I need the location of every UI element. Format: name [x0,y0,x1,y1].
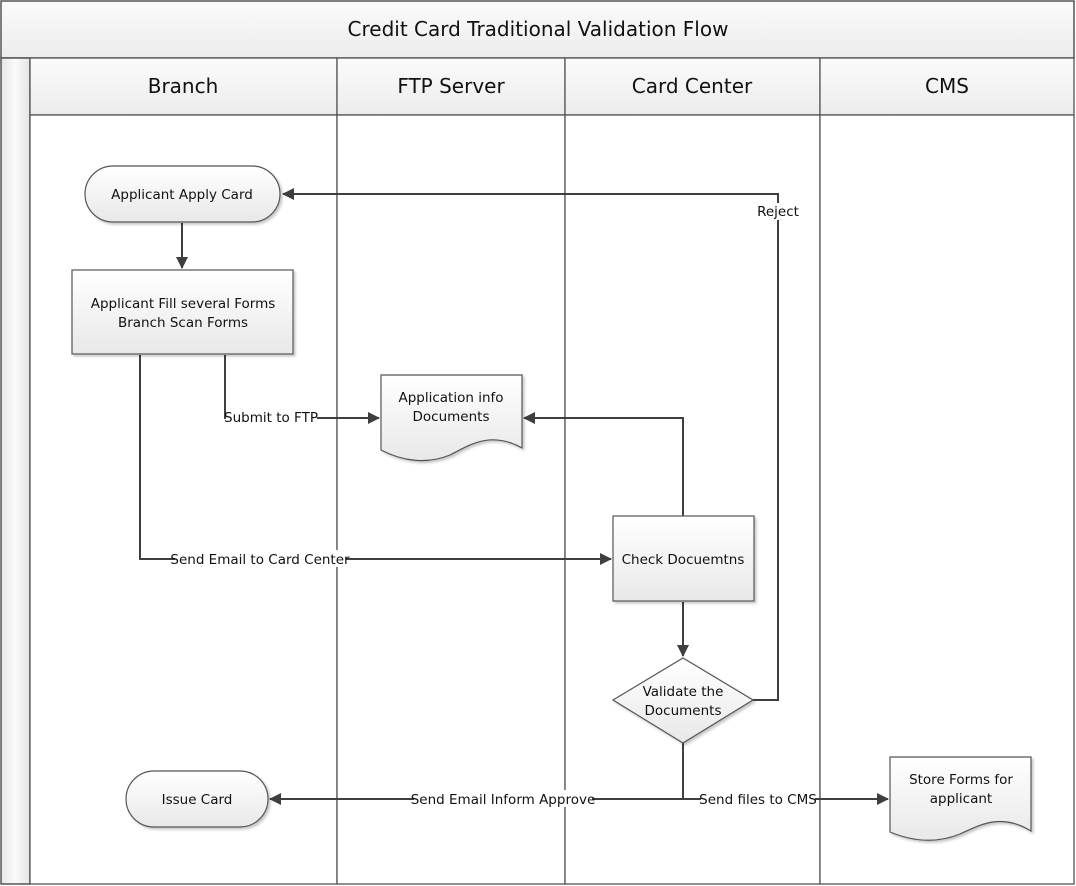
lane-body-branch [29,114,338,885]
node-label: Applicant Apply Card [111,187,253,203]
nodes: Applicant Apply Card Applicant Fill seve… [71,165,1032,841]
node-application-info-documents[interactable]: Application info Documents [380,374,523,462]
node-label-line-2: Branch Scan Forms [118,315,248,331]
node-label-line-1: Validate the [643,684,724,700]
node-validate-documents[interactable]: Validate the Documents [611,657,755,744]
edge-reject [282,188,779,701]
node-check-documents[interactable]: Check Docuemtns [612,515,755,602]
lane-body-ftp [336,114,566,885]
node-label-line-2: applicant [930,791,992,807]
lane-label-ftp: FTP Server [397,74,505,98]
edge-label-send-email-card-center: Send Email to Card Center [170,552,350,568]
edge-label-submit-to-ftp: Submit to FTP [224,410,318,426]
node-label-line-2: Documents [645,703,722,719]
node-fill-forms[interactable]: Applicant Fill several Forms Branch Scan… [71,269,294,355]
edge-labels: Submit to FTP Send Email to Card Center … [170,203,817,808]
edge-check-to-app-docs [523,412,684,516]
document-shape [889,756,1032,841]
node-label-line-1: Application info [398,390,503,406]
process-shape [612,515,755,602]
edge-label-inform-approve: Send Email Inform Approve [411,792,596,808]
lane-body-cms [819,114,1075,885]
node-label: Issue Card [162,792,233,808]
document-shape [380,374,523,462]
pool-left-strip [0,57,31,885]
lane-label-cms: CMS [925,74,969,98]
node-label-line-1: Applicant Fill several Forms [91,296,276,312]
node-label: Check Docuemtns [622,552,745,568]
lane-header-card-center [564,57,821,116]
node-label-line-2: Documents [413,409,490,425]
terminator-shape [84,165,281,223]
diagram-title: Credit Card Traditional Validation Flow [348,17,729,41]
process-shape [71,269,294,355]
lane-label-card-center: Card Center [632,74,753,98]
pool-title-bar [0,0,1075,59]
lane-label-branch: Branch [148,74,219,98]
lane-body-card-center [564,114,821,885]
node-issue-card[interactable]: Issue Card [125,770,269,828]
node-label-line-1: Store Forms for [909,772,1013,788]
edge-send-email-card-center [139,355,612,565]
decision-shape [611,657,755,744]
lane-header-branch [29,57,338,116]
edge-label-reject: Reject [757,204,799,220]
lane-header-ftp [336,57,566,116]
node-store-forms[interactable]: Store Forms for applicant [889,756,1032,841]
edge-label-send-files-cms: Send files to CMS [699,792,817,808]
edge-submit-to-ftp [224,355,380,424]
node-applicant-apply-card[interactable]: Applicant Apply Card [84,165,281,223]
terminator-shape [125,770,269,828]
